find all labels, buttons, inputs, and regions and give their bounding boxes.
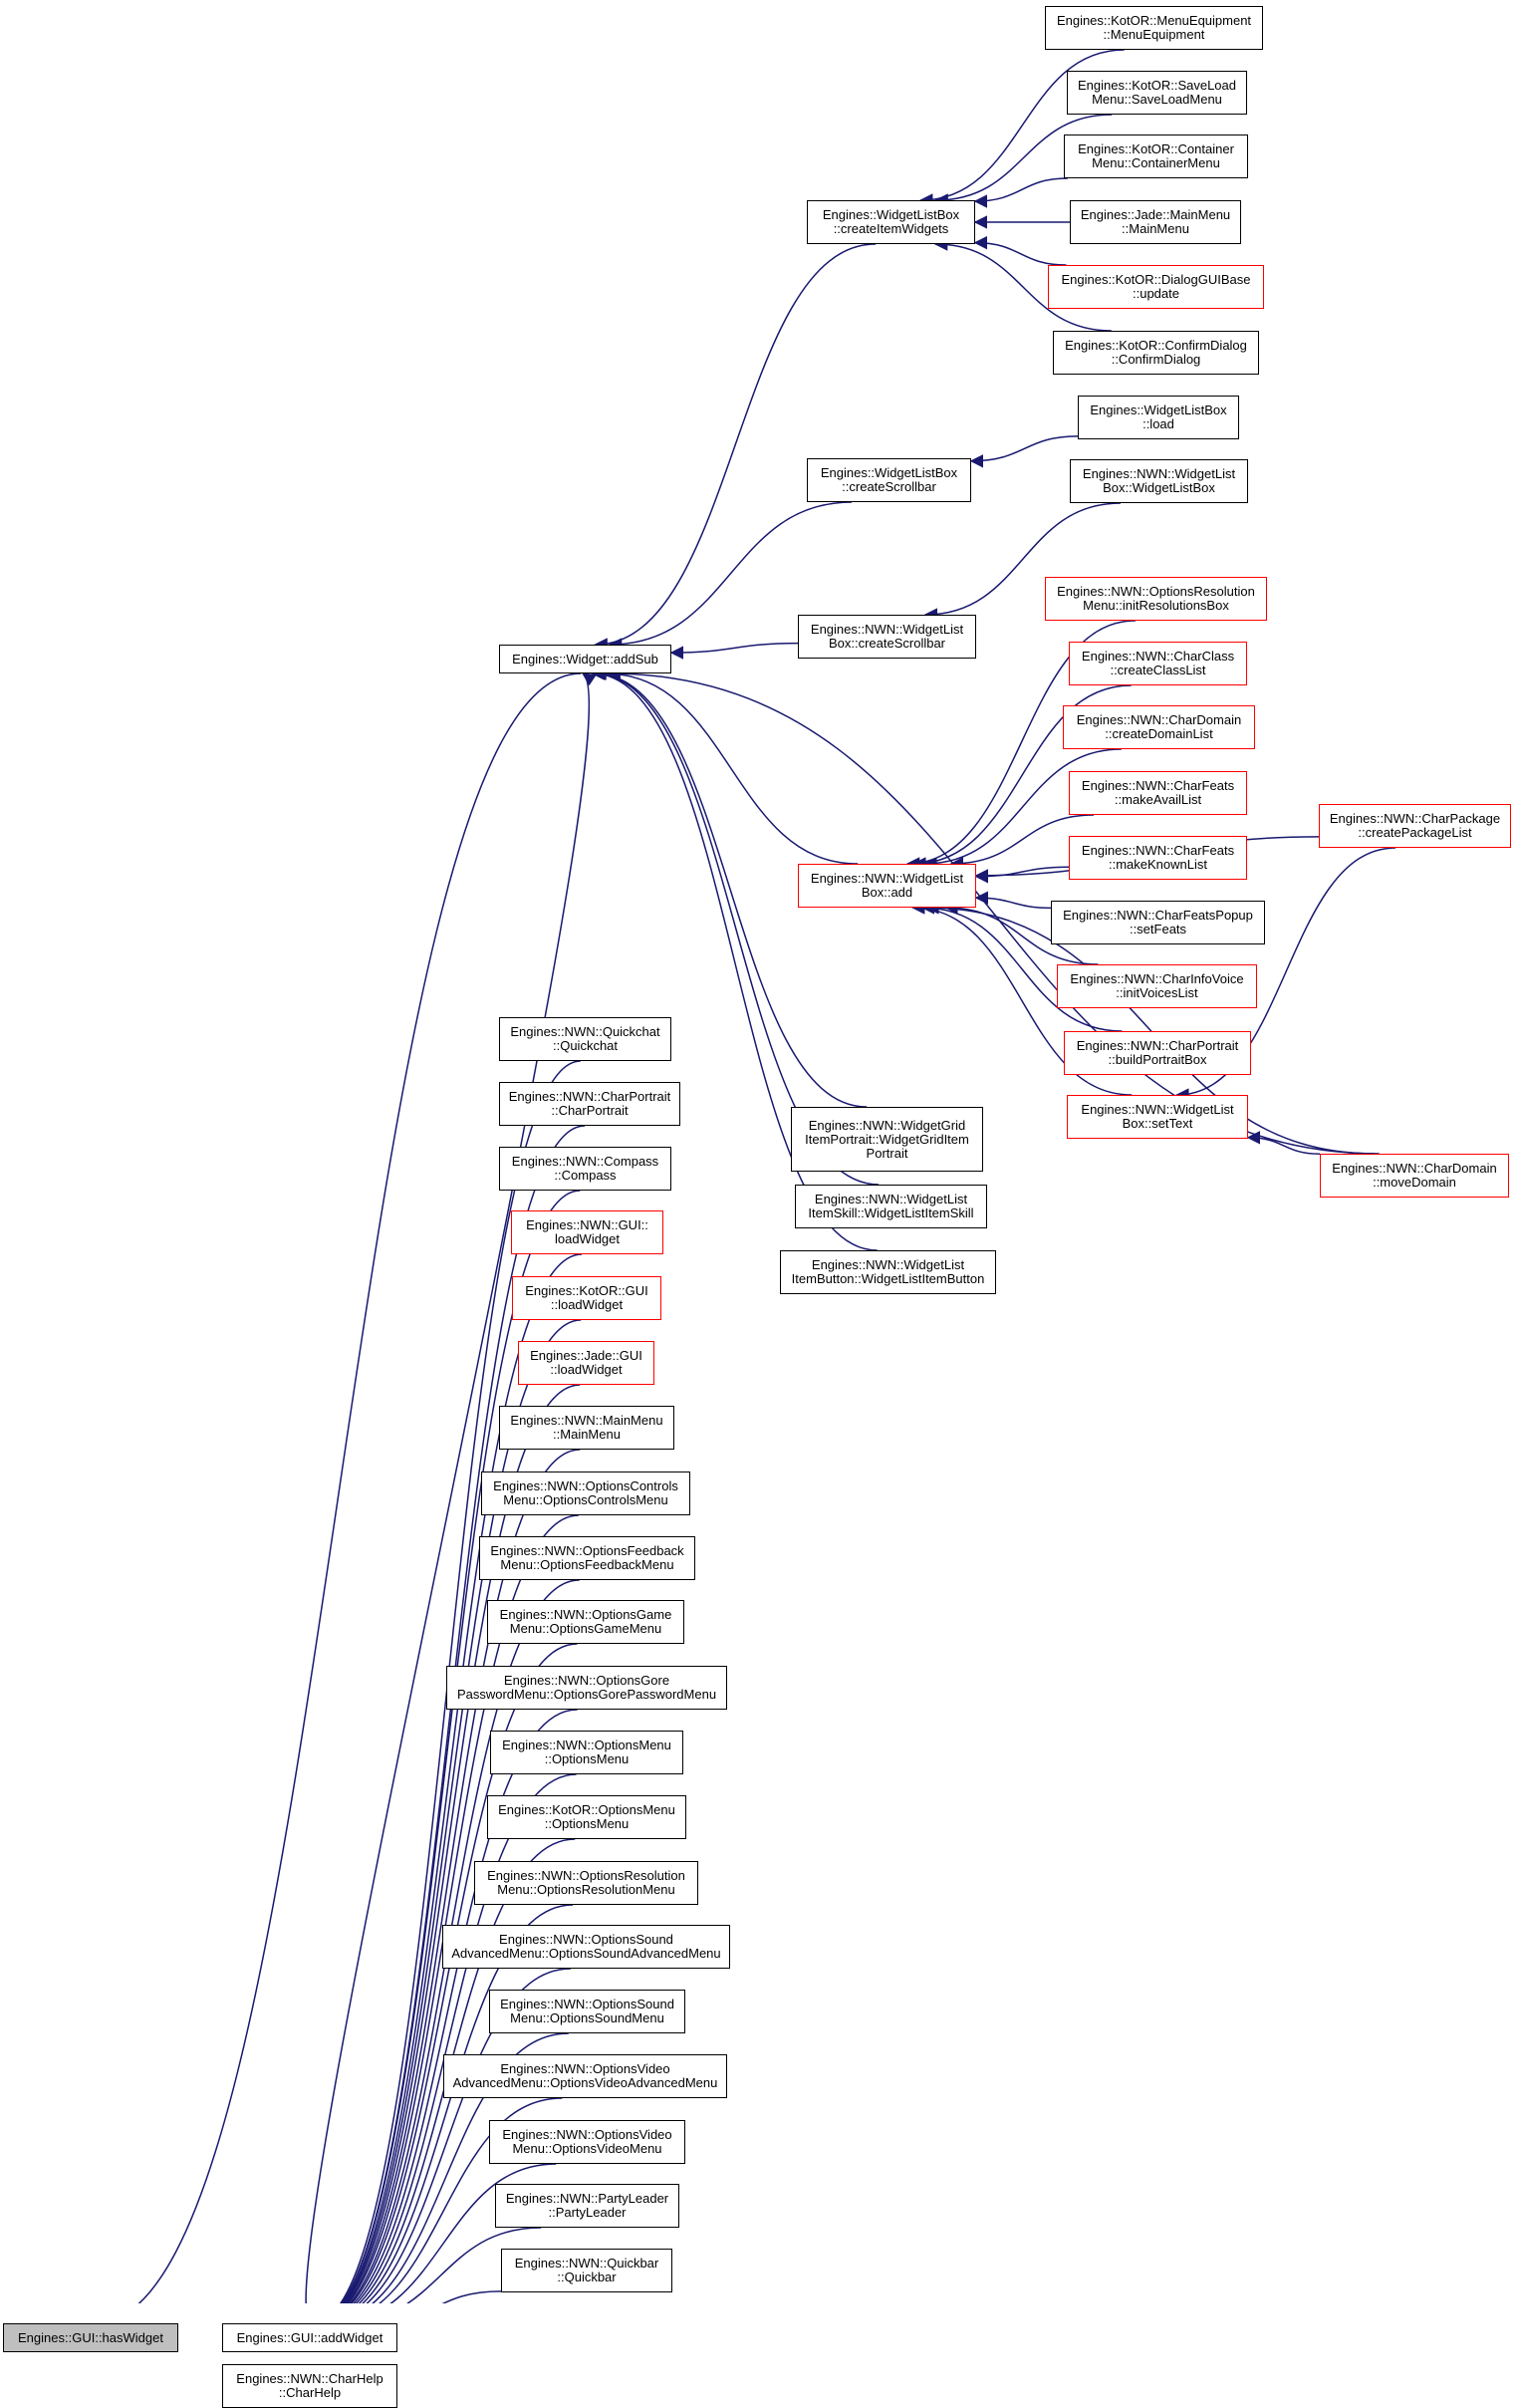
call-edge — [923, 502, 1122, 622]
function-node[interactable]: Engines::NWN::OptionsGore PasswordMenu::… — [446, 1666, 727, 1710]
call-edge — [603, 667, 859, 865]
function-node[interactable]: Engines::NWN::OptionsSound AdvancedMenu:… — [442, 1925, 730, 1969]
function-node[interactable]: Engines::Jade::GUI ::loadWidget — [518, 1341, 654, 1385]
function-node[interactable]: Engines::NWN::OptionsGame Menu::OptionsG… — [487, 1600, 684, 1644]
call-edge — [905, 620, 1136, 871]
function-node[interactable]: Engines::NWN::CharFeats ::makeAvailList — [1069, 771, 1247, 815]
call-edge — [910, 901, 1133, 1096]
call-graph: Engines::GUI::hasWidget Engines::GUI::add… — [3, 6, 1511, 2408]
function-node[interactable]: Engines::NWN::CharInfoVoice ::initVoices… — [1057, 964, 1257, 1008]
call-edge — [944, 901, 1099, 965]
function-node[interactable]: Engines::NWN::CharClass ::createClassLis… — [1069, 642, 1247, 685]
function-node[interactable]: Engines::NWN::WidgetList Box::setText — [1067, 1095, 1248, 1139]
function-node[interactable]: Engines::NWN::CharPortrait ::buildPortra… — [1064, 1031, 1251, 1075]
function-node[interactable]: Engines::NWN::WidgetList ItemSkill::Widg… — [795, 1185, 987, 1228]
call-edge — [594, 243, 877, 652]
function-node[interactable]: Engines::WidgetListBox ::createScrollbar — [807, 458, 971, 502]
function-node[interactable]: Engines::NWN::OptionsResolution Menu::Op… — [474, 1861, 698, 1905]
function-node[interactable]: Engines::NWN::WidgetList ItemButton::Wid… — [780, 1250, 996, 1294]
function-node[interactable]: Engines::NWN::CharHelp ::CharHelp — [222, 2364, 397, 2408]
call-edge — [969, 435, 1079, 468]
call-edge — [974, 891, 1052, 910]
call-edge — [973, 235, 1067, 266]
function-node[interactable]: Engines::NWN::WidgetGrid ItemPortrait::W… — [791, 1107, 983, 1172]
function-node[interactable]: Engines::KotOR::GUI ::loadWidget — [512, 1276, 661, 1320]
function-node[interactable]: Engines::NWN::OptionsVideo Menu::Options… — [489, 2120, 685, 2164]
call-edge — [934, 114, 1113, 207]
root-function-node: Engines::GUI::hasWidget — [3, 2323, 178, 2352]
function-node[interactable]: Engines::WidgetListBox ::createItemWidge… — [807, 200, 975, 244]
function-node[interactable]: Engines::KotOR::SaveLoad Menu::SaveLoadM… — [1067, 71, 1247, 115]
function-node[interactable]: Engines::KotOR::DialogGUIBase ::update — [1048, 265, 1264, 309]
function-node[interactable]: Engines::KotOR::Container Menu::Containe… — [1064, 134, 1248, 178]
function-node[interactable]: Engines::NWN::Quickchat ::Quickchat — [499, 1017, 671, 1061]
call-edge — [378, 2097, 563, 2303]
call-edge — [911, 684, 1132, 871]
function-node[interactable]: Engines::NWN::CharDomain ::moveDomain — [1320, 1154, 1509, 1198]
call-edge — [949, 814, 1095, 871]
call-edge — [441, 2290, 502, 2303]
function-node[interactable]: Engines::NWN::Compass ::Compass — [499, 1147, 671, 1191]
call-edge — [1175, 847, 1396, 1102]
function-node[interactable]: Engines::NWN::CharFeatsPopup ::setFeats — [1051, 901, 1265, 944]
function-node[interactable]: Engines::Jade::MainMenu ::MainMenu — [1070, 200, 1241, 244]
function-node[interactable]: Engines::NWN::WidgetList Box::WidgetList… — [1070, 459, 1248, 503]
call-edge — [920, 901, 1123, 1032]
function-node[interactable]: Engines::GUI::addWidget — [222, 2323, 397, 2352]
call-graph-edges — [137, 49, 1396, 2303]
call-edge — [593, 667, 868, 1108]
call-edge — [1246, 1131, 1321, 1156]
function-node[interactable]: Engines::NWN::CharPackage ::createPackag… — [1319, 804, 1511, 848]
call-edge — [305, 672, 597, 2303]
call-edge — [608, 501, 853, 652]
call-edge — [973, 177, 1068, 208]
call-edge — [933, 237, 1112, 332]
function-node[interactable]: Engines::KotOR::OptionsMenu ::OptionsMen… — [487, 1795, 686, 1839]
function-node[interactable]: Engines::NWN::OptionsVideo AdvancedMenu:… — [443, 2054, 727, 2098]
call-edge — [341, 1190, 581, 2303]
function-node[interactable]: Engines::NWN::CharFeats ::makeKnownList — [1069, 836, 1247, 880]
call-edge — [918, 49, 1125, 207]
function-node[interactable]: Engines::NWN::OptionsMenu ::OptionsMenu — [490, 1731, 683, 1774]
function-node[interactable]: Engines::Widget::addSub — [499, 645, 671, 673]
function-node[interactable]: Engines::WidgetListBox ::load — [1078, 396, 1239, 439]
call-edge — [405, 2227, 542, 2303]
function-node[interactable]: Engines::KotOR::MenuEquipment ::MenuEqui… — [1045, 6, 1263, 50]
function-node[interactable]: Engines::NWN::CharPortrait ::CharPortrai… — [499, 1082, 680, 1126]
function-node[interactable]: Engines::NWN::CharDomain ::createDomainL… — [1063, 705, 1255, 749]
call-edge — [137, 672, 582, 2303]
function-node[interactable]: Engines::NWN::OptionsResolution Menu::in… — [1045, 577, 1267, 621]
function-node[interactable]: Engines::NWN::WidgetList Box::createScro… — [798, 615, 976, 659]
function-node[interactable]: Engines::NWN::PartyLeader ::PartyLeader — [495, 2184, 679, 2228]
call-edge — [371, 2032, 569, 2303]
call-edge — [388, 2163, 557, 2303]
function-node[interactable]: Engines::NWN::GUI:: loadWidget — [511, 1210, 663, 1254]
function-node[interactable]: Engines::NWN::WidgetList Box::add — [798, 864, 976, 908]
function-node[interactable]: Engines::KotOR::ConfirmDialog ::ConfirmD… — [1053, 331, 1259, 375]
function-node[interactable]: Engines::NWN::OptionsSound Menu::Options… — [489, 1990, 685, 2033]
call-edge — [365, 1968, 571, 2303]
call-edge — [925, 901, 1375, 1155]
function-node[interactable]: Engines::NWN::Quickbar ::Quickbar — [501, 2249, 672, 2292]
function-node[interactable]: Engines::NWN::OptionsControls Menu::Opti… — [481, 1472, 690, 1515]
function-node[interactable]: Engines::NWN::MainMenu ::MainMenu — [499, 1406, 674, 1450]
call-edge — [669, 642, 799, 660]
function-node[interactable]: Engines::NWN::OptionsFeedback Menu::Opti… — [479, 1536, 695, 1580]
